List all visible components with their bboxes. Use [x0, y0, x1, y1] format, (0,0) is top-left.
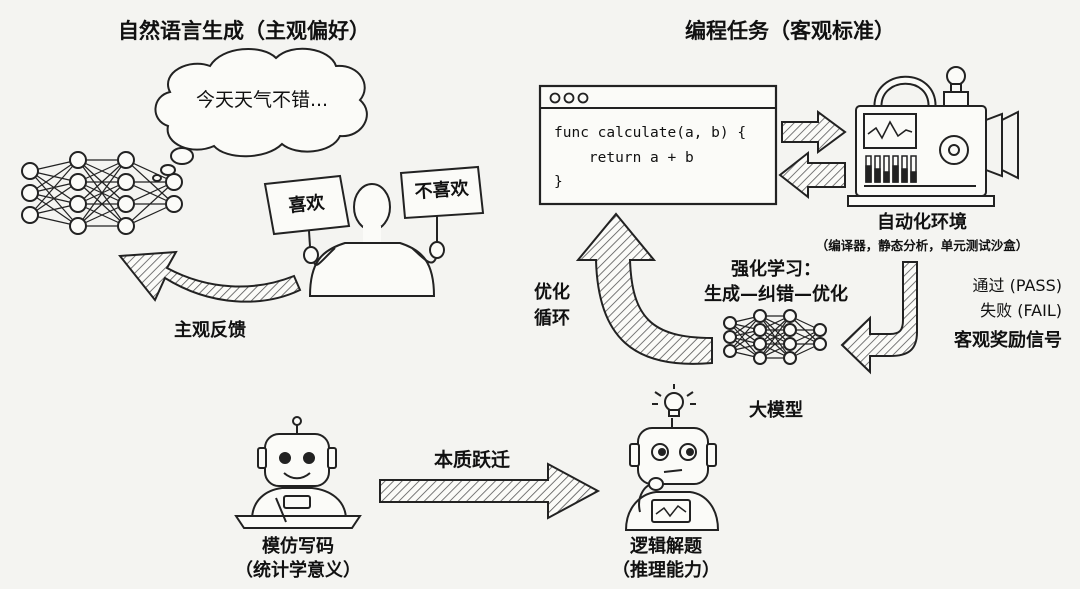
network-node	[21, 162, 39, 180]
left-title: 自然语言生成（主观偏好）	[118, 19, 370, 43]
network-node	[117, 173, 135, 191]
network-node	[723, 330, 737, 344]
network-node	[783, 323, 797, 337]
sign-dislike-label: 不喜欢	[414, 178, 470, 203]
network-edge	[125, 181, 175, 227]
signal-arrow	[840, 261, 918, 375]
code-line-3: }	[554, 174, 563, 190]
robot-writing-icon	[234, 416, 362, 529]
network-node	[21, 206, 39, 224]
network-edge	[77, 159, 127, 227]
code-line-1: func calculate(a, b) {	[554, 125, 746, 141]
leap-arrow	[379, 462, 601, 520]
feedback-label: 主观反馈	[174, 319, 246, 341]
env-subtitle: （编译器，静态分析，单元测试沙盒）	[816, 238, 1029, 253]
network-node	[165, 173, 183, 191]
gauge-fill	[883, 171, 890, 183]
network-node	[69, 151, 87, 169]
bottom-right-line-2: （推理能力）	[612, 559, 720, 581]
rl-line-1: 强化学习：	[731, 258, 821, 280]
optimization-loop-arrow	[575, 212, 713, 365]
person-with-signs-icon	[263, 165, 485, 297]
signal-label: 客观奖励信号	[954, 329, 1062, 351]
signal-pass: 通过 (PASS)	[973, 276, 1062, 295]
network-edge	[29, 159, 79, 216]
network-node	[753, 323, 767, 337]
network-edge	[759, 315, 791, 359]
neural-network-icon	[21, 151, 183, 235]
bottom-right-line-1: 逻辑解题	[630, 535, 703, 557]
network-node	[117, 151, 135, 169]
gauge-fill	[901, 168, 908, 183]
rl-line-2: 生成—纠错—优化	[704, 283, 848, 305]
network-edge	[29, 159, 79, 194]
arrow-to-code	[778, 150, 846, 200]
network-edge	[77, 181, 127, 227]
arrow-to-env	[781, 110, 847, 154]
gauge-fill	[874, 168, 881, 183]
thought-bubble	[152, 47, 368, 182]
network-node	[783, 337, 797, 351]
right-title: 编程任务（客观标准）	[685, 19, 895, 43]
network-node	[69, 173, 87, 191]
network-node	[783, 351, 797, 365]
bottom-left-line-2: （统计学意义）	[235, 559, 361, 581]
bottom-left-line-1: 模仿写码	[262, 535, 334, 557]
env-title: 自动化环境	[877, 211, 967, 233]
gauge-fill	[910, 171, 917, 183]
network-node	[813, 337, 827, 351]
large-model-network-icon	[723, 309, 827, 365]
loop-line-2: 循环	[534, 307, 570, 329]
network-node	[21, 184, 39, 202]
network-node	[165, 195, 183, 213]
gauge-fill	[865, 165, 872, 183]
leap-label: 本质跃迁	[434, 448, 510, 471]
network-node	[723, 344, 737, 358]
signal-fail: 失败 (FAIL)	[980, 301, 1062, 320]
sign-like-label: 喜欢	[287, 192, 326, 217]
network-node	[753, 309, 767, 323]
loop-line-1: 优化	[534, 281, 570, 303]
gauge-fill	[892, 165, 899, 183]
robot-thinking-icon	[624, 384, 720, 531]
network-node	[117, 217, 135, 235]
thought-bubble-text: 今天天气不错...	[196, 89, 328, 111]
network-node	[69, 195, 87, 213]
code-line-2: return a + b	[554, 150, 694, 166]
network-edge	[729, 315, 761, 352]
network-node	[69, 217, 87, 235]
network-node	[753, 351, 767, 365]
feedback-arrow	[118, 250, 302, 303]
model-label: 大模型	[749, 399, 803, 421]
network-node	[753, 337, 767, 351]
network-node	[117, 195, 135, 213]
network-node	[723, 316, 737, 330]
machine-icon	[847, 66, 1019, 207]
network-edge	[29, 181, 79, 216]
network-node	[783, 309, 797, 323]
code-window	[538, 84, 778, 206]
network-edge	[77, 159, 127, 205]
network-node	[813, 323, 827, 337]
